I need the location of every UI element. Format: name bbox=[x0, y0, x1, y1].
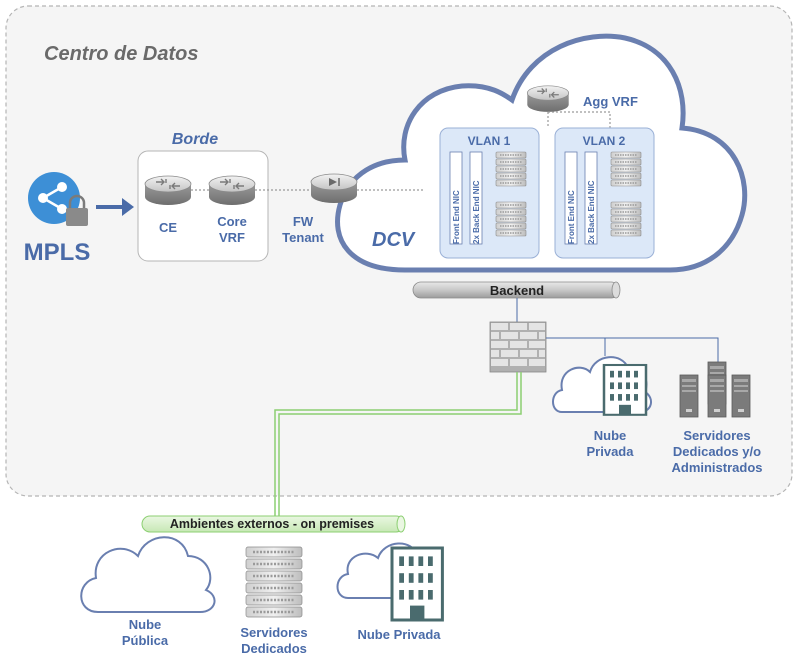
dc-private-cloud-label-line2: Privada bbox=[587, 444, 635, 459]
dc-dedicated-server-1-icon bbox=[679, 374, 699, 418]
ce-router-icon bbox=[144, 175, 192, 206]
lock-icon bbox=[66, 194, 88, 226]
ce-label: CE bbox=[159, 220, 177, 235]
vlan1-front-nic bbox=[449, 151, 463, 245]
public-cloud-label-line2: Pública bbox=[122, 633, 169, 648]
ext-dedicated-label-line1: Servidores bbox=[240, 625, 307, 640]
vlan1-server-1-icon bbox=[495, 151, 527, 187]
backend-label: Backend bbox=[490, 283, 544, 298]
dc-dedicated-server-4-icon bbox=[731, 374, 751, 418]
vlan2-server-2-icon bbox=[610, 201, 642, 237]
dc-dedicated-label-line1: Servidores bbox=[683, 428, 750, 443]
borde-title: Borde bbox=[172, 131, 218, 148]
dc-private-building-icon bbox=[602, 363, 648, 417]
vlan1-title: VLAN 1 bbox=[468, 134, 511, 148]
vlan2-title: VLAN 2 bbox=[583, 134, 626, 148]
core-vrf-label-line2: VRF bbox=[219, 230, 245, 245]
mpls-arrow-head-icon bbox=[122, 198, 134, 216]
vlan1-back-nic-label: 2x Back End NIC bbox=[472, 180, 481, 244]
firewall-icon bbox=[489, 321, 547, 373]
dc-dedicated-label-line2: Dedicados y/o bbox=[673, 444, 761, 459]
public-cloud-icon bbox=[80, 536, 216, 613]
share-icon bbox=[38, 182, 67, 214]
external-link-inner bbox=[278, 372, 522, 516]
vlan1-back-nic bbox=[469, 151, 483, 245]
mpls-label: MPLS bbox=[24, 239, 91, 266]
firewall-dc-links bbox=[546, 337, 719, 362]
ext-private-building-icon bbox=[390, 546, 444, 622]
dcv-label: DCV bbox=[372, 229, 416, 251]
vlan1-server-2-icon bbox=[495, 201, 527, 237]
vlan2-back-nic-label: 2x Back End NIC bbox=[587, 180, 596, 244]
vlan2-server-1-icon bbox=[610, 151, 642, 187]
fw-label-line2: Tenant bbox=[282, 230, 324, 245]
external-bus-label: Ambientes externos - on premises bbox=[170, 517, 374, 531]
agg-vrf-label: Agg VRF bbox=[583, 94, 638, 109]
core-vrf-router-icon bbox=[208, 175, 256, 206]
core-vrf-label-line1: Core bbox=[217, 214, 247, 229]
external-link-outer bbox=[274, 372, 518, 516]
dc-private-cloud-label-line1: Nube bbox=[594, 428, 627, 443]
fw-tenant-icon bbox=[310, 173, 358, 203]
borde-box bbox=[137, 150, 269, 262]
ext-private-cloud-label: Nube Privada bbox=[357, 627, 441, 642]
fw-label-line1: FW bbox=[293, 214, 314, 229]
vlan2-front-nic bbox=[564, 151, 578, 245]
agg-vlan-links bbox=[547, 111, 611, 128]
vlan2-front-nic-label: Front End NIC bbox=[567, 190, 576, 244]
ext-dedicated-servers-icon bbox=[245, 546, 303, 618]
vlan1-front-nic-label: Front End NIC bbox=[452, 190, 461, 244]
public-cloud-label-line1: Nube bbox=[129, 617, 162, 632]
datacenter-title: Centro de Datos bbox=[44, 43, 198, 65]
dc-dedicated-label-line3: Administrados bbox=[671, 460, 762, 475]
dc-dedicated-server-3-icon bbox=[707, 374, 727, 418]
agg-vrf-router-icon bbox=[526, 85, 570, 113]
ext-dedicated-label-line2: Dedicados bbox=[241, 641, 307, 656]
vlan2-back-nic bbox=[584, 151, 598, 245]
